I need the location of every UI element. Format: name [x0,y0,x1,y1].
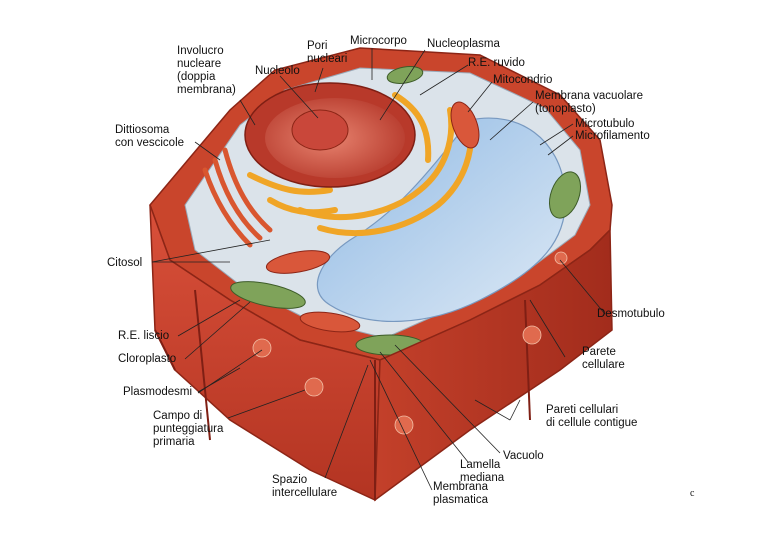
label-pareti-contigue: Pareti cellulari di cellule contigue [546,404,638,429]
dictyosome [202,147,273,248]
label-nucleoplasma: Nucleoplasma [427,38,500,50]
label-citosol: Citosol [107,257,143,269]
label-microtubulo: Microtubulo [575,118,635,130]
label-membrana-vacuolare: Membrana vacuolare (tonoplasto) [535,90,644,115]
label-re-liscio: R.E. liscio [118,330,170,342]
label-microcorpo: Microcorpo [350,35,407,47]
pit-fields [252,251,568,435]
label-spazio-intercellulare: Spazio intercellulare [272,474,338,499]
label-mitocondrio: Mitocondrio [493,74,553,86]
corner-mark: c [690,488,695,499]
cell-wall-side [374,228,613,502]
label-dittiosoma: Dittiosoma con vescicole [115,124,185,149]
label-membrana-plasmatica: Membrana plasmatica [433,481,488,506]
label-desmotubulo: Desmotubulo [597,308,665,320]
label-microfilamento: Microfilamento [575,130,650,142]
label-lamella-mediana: Lamella mediana [460,459,505,484]
label-involucro-nucleare: Involucro nucleare (doppia membrana) [177,45,236,96]
vacuole [317,117,567,323]
leader-lines [151,48,606,491]
label-plasmodesmi: Plasmodesmi [123,386,193,398]
nucleus [244,82,416,188]
mitochondria [265,101,480,333]
label-cloroplasto: Cloroplasto [118,353,177,365]
label-campo-punteggiatura: Campo di punteggiatura primaria [153,410,224,448]
label-vacuolo: Vacuolo [503,450,544,462]
middle-lamella [154,289,531,500]
label-nucleolo: Nucleolo [255,65,300,77]
label-pori-nucleari: Pori nucleari [307,40,348,65]
label-parete-cellulare: Parete cellulare [582,346,625,371]
label-re-ruvido: R.E. ruvido [468,57,525,69]
